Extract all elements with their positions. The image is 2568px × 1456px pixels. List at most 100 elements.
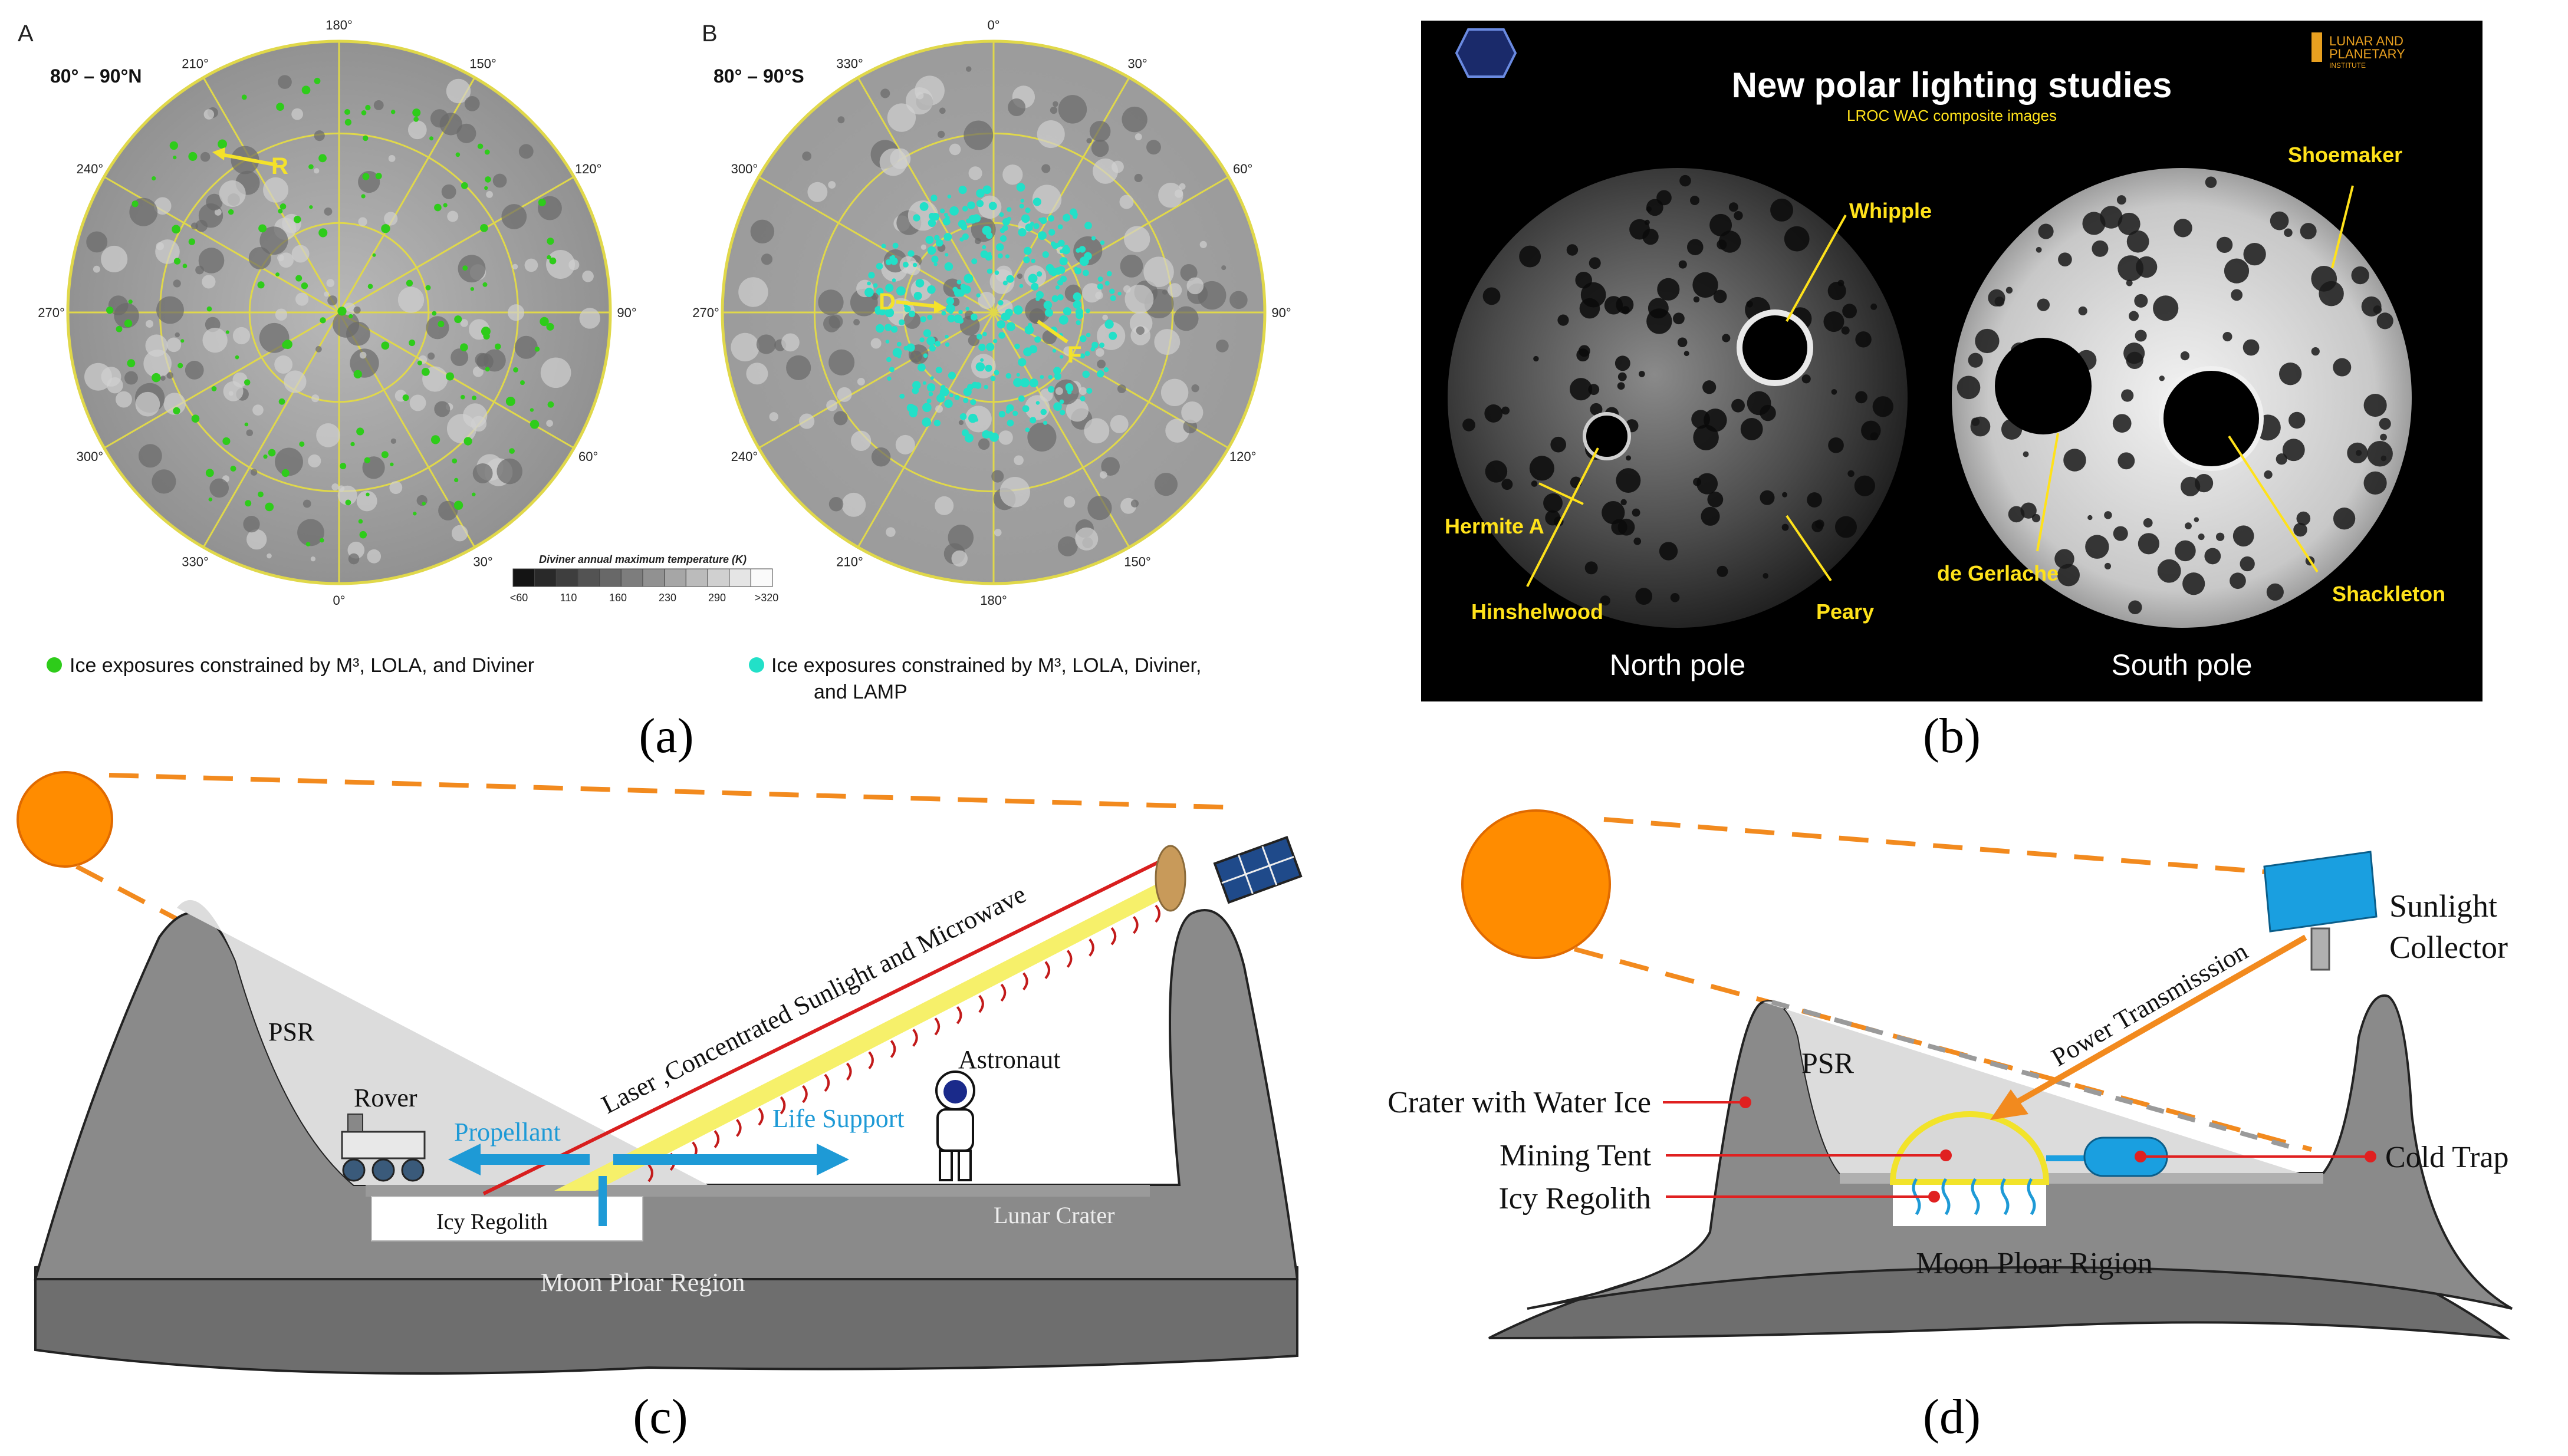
ice-exposure	[986, 342, 995, 351]
crater	[248, 246, 271, 269]
crater	[948, 525, 974, 551]
north-letter: A	[18, 21, 34, 47]
ice-exposure	[1097, 283, 1104, 290]
lunar-crater-label: Lunar Crater	[994, 1202, 1114, 1228]
ice-exposure	[994, 370, 999, 375]
microwave-arc	[735, 1119, 742, 1137]
ice-exposure	[460, 394, 465, 400]
crater	[2038, 223, 2054, 239]
ice-exposure	[967, 201, 975, 209]
longitude-label: 30°	[473, 555, 492, 569]
ice-exposure	[483, 332, 490, 340]
sun-ray-top-d	[1603, 817, 2347, 881]
crater	[1485, 460, 1508, 483]
microwave-arc	[1110, 927, 1117, 946]
life-support-arrowhead	[817, 1144, 849, 1175]
crater	[1531, 480, 1538, 487]
north-marker-arrow	[221, 153, 278, 167]
longitude-label: 60°	[1233, 162, 1252, 176]
extraction-pipe	[599, 1176, 607, 1226]
crater	[2136, 256, 2158, 278]
ice-exposure	[460, 343, 468, 351]
ice-exposure	[305, 542, 311, 546]
collector-mast	[2310, 927, 2330, 971]
crater	[1616, 468, 1641, 493]
crater	[246, 429, 254, 436]
crater	[2276, 453, 2287, 465]
crater	[1760, 490, 1775, 505]
ice-exposure	[952, 286, 958, 292]
ice-exposure	[1073, 300, 1081, 309]
meridian-line	[338, 176, 575, 314]
ice-exposure	[962, 233, 969, 241]
ice-exposure	[1104, 281, 1110, 286]
psr-label-c: PSR	[268, 1017, 315, 1046]
ice-exposure	[1031, 282, 1039, 291]
crater	[107, 377, 123, 394]
ice-exposure	[1018, 395, 1025, 402]
crater	[2376, 312, 2393, 330]
crater	[841, 492, 866, 517]
crater	[1181, 401, 1204, 424]
ice-exposure	[1109, 331, 1117, 340]
ice-exposure	[173, 258, 181, 265]
caption-c: (c)	[633, 1389, 688, 1444]
ice-exposure	[1048, 215, 1054, 222]
crater	[837, 116, 845, 124]
crater	[1861, 420, 1881, 441]
ice-exposure	[1076, 320, 1081, 325]
longitude-label: 0°	[987, 18, 999, 32]
ice-exposure	[936, 394, 945, 403]
crater	[1847, 470, 1855, 477]
crater	[1678, 260, 1687, 269]
label-shoemaker: Shoemaker	[2288, 143, 2402, 167]
ice-exposure	[361, 194, 366, 199]
colorbar-step	[729, 568, 751, 587]
longitude-label: 120°	[1229, 449, 1257, 464]
crater	[2005, 286, 2013, 294]
meridian-line	[857, 312, 995, 548]
ice-exposure	[222, 437, 231, 445]
north-pole-image	[1448, 168, 1908, 628]
crater	[348, 553, 360, 565]
crater	[568, 259, 580, 271]
crater	[267, 553, 272, 559]
ice-exposure	[887, 376, 892, 381]
ice-exposure	[258, 224, 267, 233]
ice-exposure	[1022, 405, 1030, 413]
ice-exposure	[976, 293, 981, 298]
ice-exposure	[985, 232, 993, 239]
ice-exposure	[1074, 267, 1081, 275]
crater	[2222, 332, 2232, 342]
north-ice-exposures	[106, 77, 557, 546]
crater	[223, 381, 244, 401]
ice-exposure	[988, 202, 997, 210]
ice-exposure	[106, 307, 114, 314]
crater	[1066, 399, 1089, 422]
power-label: Power Transmisssion	[2047, 937, 2253, 1072]
crater	[2121, 389, 2134, 402]
crater	[2243, 339, 2260, 356]
ice-exposure	[421, 367, 430, 376]
crater	[291, 108, 304, 120]
ice-exposure	[1016, 183, 1025, 192]
crater	[2117, 212, 2140, 235]
panel-b-pointers	[1526, 185, 2354, 587]
ice-exposure	[505, 396, 515, 406]
crater	[1731, 398, 1745, 413]
crater	[833, 411, 848, 426]
crater	[746, 363, 768, 385]
ice-exposure	[997, 253, 1003, 259]
crater	[416, 495, 428, 506]
crater	[1722, 334, 1731, 342]
ice-exposure	[984, 384, 988, 390]
crater	[1168, 283, 1182, 298]
crater	[2008, 506, 2025, 523]
ice-exposure	[941, 311, 946, 316]
crater	[1160, 378, 1189, 407]
panel-b-subtitle: LROC WAC composite images	[1847, 107, 2057, 124]
ice-exposure	[1002, 225, 1008, 232]
crater	[1831, 389, 1837, 395]
microwave-arc	[912, 1029, 918, 1047]
crater	[451, 525, 468, 542]
